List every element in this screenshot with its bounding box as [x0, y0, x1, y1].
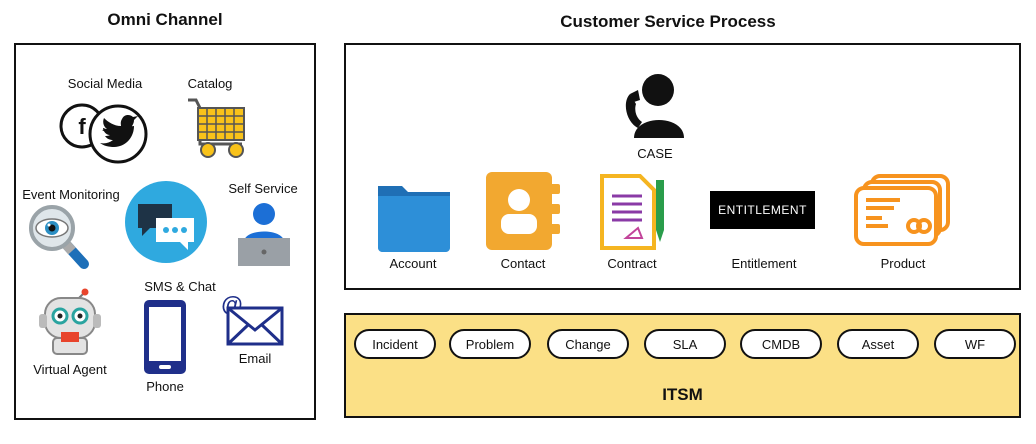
shopping-cart-icon	[188, 98, 245, 158]
itsm-pill-problem: Problem	[449, 329, 531, 359]
contract-document-icon	[600, 174, 664, 250]
itsm-pill-wf: WF	[934, 329, 1016, 359]
case-label: CASE	[637, 146, 673, 161]
omni-channel-title: Omni Channel	[107, 10, 223, 29]
itsm-panel: Incident Problem Change SLA CMDB Asset W…	[344, 313, 1021, 418]
sms-chat-label: SMS & Chat	[144, 279, 216, 294]
virtual-agent-label: Virtual Agent	[33, 362, 107, 377]
itsm-pill-change: Change	[547, 329, 629, 359]
social-media-icon: f	[59, 103, 148, 164]
event-monitoring-label: Event Monitoring	[22, 187, 120, 202]
catalog-label: Catalog	[187, 76, 233, 91]
entitlement-label: Entitlement	[731, 256, 797, 271]
account-label: Account	[389, 256, 437, 271]
contact-book-icon	[486, 172, 560, 250]
email-icon: @	[222, 292, 284, 346]
robot-icon	[39, 288, 101, 355]
phone-icon	[144, 300, 186, 374]
social-media-label: Social Media	[67, 76, 143, 91]
svg-text:f: f	[78, 114, 86, 139]
folder-icon	[378, 186, 450, 252]
email-label: Email	[238, 351, 272, 366]
itsm-pill-cmdb: CMDB	[740, 329, 822, 359]
customer-service-panel	[344, 43, 1021, 290]
magnifier-eye-icon	[29, 205, 89, 269]
itsm-pill-incident: Incident	[354, 329, 436, 359]
itsm-pill-asset: Asset	[837, 329, 919, 359]
itsm-label: ITSM	[662, 385, 703, 404]
customer-service-title: Customer Service Process	[560, 12, 776, 31]
entitlement-badge: ENTITLEMENT	[710, 191, 815, 229]
product-card-icon	[854, 174, 950, 246]
case-agent-icon	[625, 74, 684, 138]
contact-label: Contact	[500, 256, 546, 271]
contract-label: Contract	[607, 256, 657, 271]
product-label: Product	[880, 256, 926, 271]
itsm-pill-sla: SLA	[644, 329, 726, 359]
self-service-user-icon	[238, 203, 290, 266]
chat-bubbles-icon	[125, 181, 207, 263]
phone-label: Phone	[146, 379, 184, 394]
self-service-label: Self Service	[228, 181, 298, 196]
